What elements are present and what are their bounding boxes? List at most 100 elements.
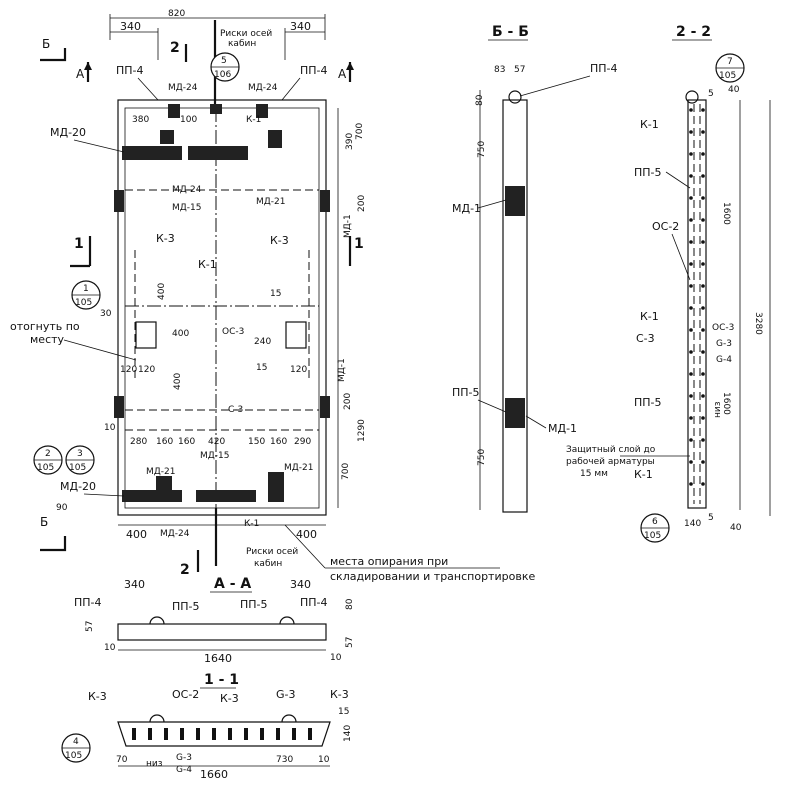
dim-420: 420 — [208, 437, 225, 447]
section-mark-a-right: А — [338, 67, 347, 81]
dim-240: 240 — [254, 337, 271, 347]
rebar-dot — [701, 438, 705, 442]
dim-400-vert: 400 — [157, 283, 167, 300]
section-2-2: 2 - 2 7 105 40 5 1600 3280 1600 К-1 ПП-5… — [566, 24, 771, 543]
ss-label-k3-left: К-3 — [88, 690, 107, 703]
rebar-dot — [689, 108, 693, 112]
s22-label-os2: ОС-2 — [652, 220, 679, 233]
label-otognut-1: отогнуть по — [10, 320, 80, 333]
ss-dim-10: 10 — [318, 755, 330, 765]
s22-dim-1600-bottom: 1600 — [721, 392, 731, 415]
rebar-dot — [689, 174, 693, 178]
dim-100: 100 — [180, 115, 197, 125]
label-md24-top-2: МД-24 — [248, 83, 278, 93]
rebar-dot — [689, 130, 693, 134]
callout-1-sheet: 105 — [75, 298, 92, 308]
dim-700-low: 700 — [341, 463, 351, 480]
label-md1-right: МД-1 — [343, 214, 353, 238]
rebar-dot — [701, 262, 705, 266]
label-md15-bottom: МД-15 — [200, 451, 230, 461]
aa-dim-57-left: 57 — [85, 621, 95, 632]
riski-top-line1: Риски осей — [220, 29, 272, 39]
dim-200-low: 200 — [343, 393, 353, 410]
rebar-dot — [689, 416, 693, 420]
dim-160-c: 160 — [270, 437, 287, 447]
ss-label-g3-bottom: G-3 — [176, 753, 192, 763]
dim-30: 30 — [100, 309, 112, 319]
s22-label-g4: G-4 — [716, 355, 732, 365]
riski-bottom-line2: кабин — [254, 559, 282, 569]
callout-3-sheet: 105 — [69, 463, 86, 473]
label-md21-bottom-right: МД-21 — [284, 463, 314, 473]
dim-390: 390 — [345, 133, 355, 150]
label-mesta-line2: складировании и транспортировке — [330, 570, 535, 583]
dim-400-bottom-left: 400 — [126, 528, 147, 541]
dim-200-top: 200 — [357, 195, 367, 212]
dim-150: 150 — [248, 437, 265, 447]
callout-7-num: 7 — [727, 57, 733, 67]
rebar-dot — [689, 152, 693, 156]
rebar-mark — [212, 728, 216, 740]
rebar-mark — [228, 728, 232, 740]
aa-label-pp5-left: ПП-5 — [172, 600, 200, 613]
section-mark-2-bottom: 2 — [180, 562, 190, 578]
callout-4-sheet: 105 — [65, 751, 82, 761]
label-md20-bottom: МД-20 — [60, 480, 96, 493]
section-b-b-title: Б - Б — [492, 24, 529, 40]
dim-400-bottom-right: 400 — [296, 528, 317, 541]
callout-5-sheet: 106 — [214, 70, 231, 80]
label-md21-top: МД-21 — [256, 197, 286, 207]
section-mark-b-bottom: Б — [40, 515, 48, 529]
label-md20-top: МД-20 — [50, 126, 86, 139]
label-k1-bottom: К-1 — [244, 519, 259, 529]
callout-2-sheet: 105 — [37, 463, 54, 473]
label-md1-right-low: МД-1 — [337, 358, 347, 382]
ss-label-k3-mid: К-3 — [220, 692, 239, 705]
s22-label-niz: низ — [713, 401, 723, 418]
aa-dim-1640: 1640 — [204, 652, 232, 665]
rebar-dot — [701, 350, 705, 354]
callout-3-num: 3 — [77, 449, 83, 459]
rebar-mark — [148, 728, 152, 740]
s22-dim-3280: 3280 — [753, 312, 763, 335]
dim-120-a: 120 — [120, 365, 137, 375]
section-mark-b-top: Б — [42, 37, 50, 51]
bb-label-md1-top: МД-1 — [452, 202, 481, 215]
rebar-dot — [689, 196, 693, 200]
ss-label-os2: ОС-2 — [172, 688, 199, 701]
dim-820: 820 — [168, 9, 185, 19]
rebar-dot — [701, 482, 705, 486]
callout-6-sheet: 105 — [644, 531, 661, 541]
ss-dim-70: 70 — [116, 755, 128, 765]
aa-dim-340-left: 340 — [124, 578, 145, 591]
rebar-mark — [132, 728, 136, 740]
ss-dim-730: 730 — [276, 755, 293, 765]
label-md24-bottom: МД-24 — [160, 529, 190, 539]
rebar-dot — [701, 328, 705, 332]
dim-340-left: 340 — [120, 20, 141, 33]
dim-15-b: 15 — [256, 363, 267, 373]
s22-dim-40-top: 40 — [728, 85, 740, 95]
rebar-dots — [689, 108, 705, 486]
rebar-dot — [701, 174, 705, 178]
callout-2-num: 2 — [45, 449, 51, 459]
s22-dim-5-top: 5 — [708, 89, 714, 99]
section-1-1: 1 - 1 К-3 ОС-2 К-3 G-3 К-3 15 140 4 105 … — [61, 672, 353, 781]
aa-dim-10-right: 10 — [330, 653, 342, 663]
rebar-dot — [689, 262, 693, 266]
rebar-dot — [701, 152, 705, 156]
s22-dim-5-bottom: 5 — [708, 513, 714, 523]
rebar-mark — [260, 728, 264, 740]
callout-5-num: 5 — [221, 56, 227, 66]
s22-label-pp5-b: ПП-5 — [634, 396, 662, 409]
dim-700-top: 700 — [355, 123, 365, 140]
s22-label-c3: С-3 — [636, 332, 655, 345]
rebar-dot — [701, 394, 705, 398]
dim-280: 280 — [130, 437, 147, 447]
ss-dim-15: 15 — [338, 707, 349, 717]
callout-4-num: 4 — [73, 737, 79, 747]
dim-400-low: 400 — [173, 373, 183, 390]
rebar-dot — [689, 328, 693, 332]
aa-dim-80: 80 — [345, 598, 355, 610]
